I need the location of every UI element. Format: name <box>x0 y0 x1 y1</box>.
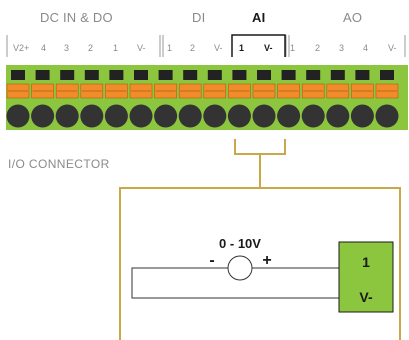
terminal-slot <box>330 70 345 80</box>
terminal-slot <box>306 70 321 80</box>
terminal-screw <box>252 104 276 128</box>
terminal-screw <box>375 104 399 128</box>
terminal-slot <box>109 70 124 80</box>
terminal-slot <box>207 70 222 80</box>
terminal-screw <box>31 104 55 128</box>
terminal-slot <box>158 70 173 80</box>
terminal-slot <box>355 70 370 80</box>
pin-label: 1 <box>290 43 296 53</box>
pin-label: 1 <box>239 43 245 53</box>
pin-label: 2 <box>88 43 94 53</box>
terminal-screw <box>154 104 178 128</box>
io-connector-caption: I/O CONNECTOR <box>8 157 110 171</box>
connector-slots <box>11 70 394 80</box>
pin-group-separators <box>6 35 406 57</box>
terminal-slot <box>183 70 198 80</box>
group-label-ai: AI <box>252 10 266 25</box>
pin-label: 2 <box>315 43 321 53</box>
terminal-slot <box>257 70 271 80</box>
terminal-screw <box>326 104 350 128</box>
connector-screws <box>6 104 399 128</box>
ai-highlight-box <box>231 34 286 57</box>
terminal-slot <box>281 70 296 80</box>
group-label-ao: AO <box>343 10 363 25</box>
terminal-screw <box>277 104 301 128</box>
terminal-slot <box>134 70 148 80</box>
pin-label: 2 <box>190 43 196 53</box>
wiring-enclosure <box>119 187 401 340</box>
terminal-screw <box>55 104 79 128</box>
terminal-slot <box>232 70 247 80</box>
source-label: 0 - 10V <box>219 236 261 251</box>
terminal-screw <box>80 104 104 128</box>
group-label-di: DI <box>192 10 206 25</box>
module-pin-1: 1 <box>362 254 370 270</box>
pin-label: V- <box>264 43 273 53</box>
terminal-screw <box>104 104 128 128</box>
pin-label: V- <box>388 43 397 53</box>
terminal-slot <box>380 70 394 80</box>
pin-label: 4 <box>363 43 369 53</box>
pin-label: 4 <box>41 43 47 53</box>
plus-sign: + <box>262 252 271 269</box>
ai-module-block <box>338 241 394 313</box>
pin-label: V2+ <box>13 43 30 53</box>
pin-label: 1 <box>167 43 173 53</box>
group-label-dc-in-do: DC IN & DO <box>40 10 113 25</box>
terminal-slot <box>35 70 50 80</box>
terminal-slot <box>11 70 25 80</box>
terminal-screw <box>301 104 325 128</box>
pin-label: V- <box>214 43 223 53</box>
terminal-screw <box>350 104 374 128</box>
terminal-screw <box>227 104 251 128</box>
terminal-slot <box>84 70 99 80</box>
pin-label: 3 <box>339 43 345 53</box>
pin-label: V- <box>137 43 146 53</box>
terminal-screw <box>203 104 227 128</box>
terminal-slot <box>60 70 75 80</box>
minus-sign: - <box>209 252 214 269</box>
ai-bracket <box>234 139 286 188</box>
terminal-screw <box>178 104 202 128</box>
terminal-screw <box>6 104 30 128</box>
pin-label: 1 <box>113 43 119 53</box>
terminal-screw <box>129 104 153 128</box>
connector-latches <box>6 83 399 99</box>
module-pin-v-: V- <box>359 289 373 305</box>
circuit-wire <box>131 267 339 299</box>
voltage-source-icon <box>227 255 253 281</box>
pin-label: 3 <box>64 43 70 53</box>
